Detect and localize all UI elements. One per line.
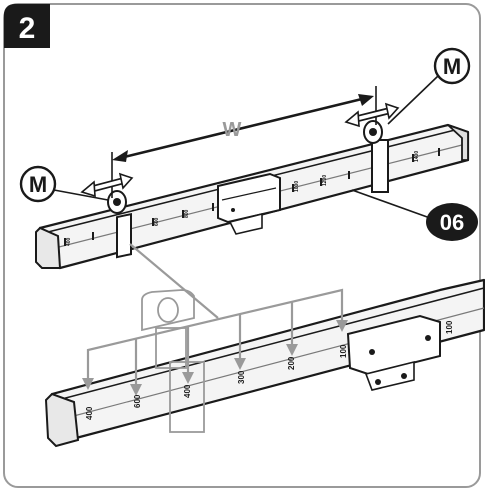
scale-label: 600 xyxy=(154,217,160,226)
bottom-rail-end-cap xyxy=(44,392,80,448)
adjust-arrow-left xyxy=(80,172,134,198)
scale-label: 400 xyxy=(183,384,192,398)
scale-label: 1400 xyxy=(414,151,420,162)
step-badge: 2 xyxy=(4,4,50,48)
scale-label: 300 xyxy=(237,370,246,384)
part-callout: 06 xyxy=(351,189,478,241)
scale-label: 400 xyxy=(85,406,94,420)
scale-label: 100 xyxy=(445,320,454,334)
mount-label-right: M xyxy=(443,54,461,79)
mount-label-left: M xyxy=(29,172,47,197)
top-right-clip xyxy=(363,86,389,193)
zoom-callout-lines xyxy=(86,243,344,386)
step-number: 2 xyxy=(19,12,36,45)
zoom-arrowheads xyxy=(82,320,348,396)
ghost-clip xyxy=(141,289,205,433)
part-label: 06 xyxy=(440,210,464,235)
mount-callout-right: M xyxy=(387,47,471,125)
scale-label: 400 xyxy=(66,237,72,246)
width-label: W xyxy=(223,119,242,141)
bottom-rail xyxy=(44,278,485,448)
scale-label: 200 xyxy=(287,356,296,370)
scale-label: 600 xyxy=(133,394,142,408)
top-scale: 400 600 800 1000 1200 1400 xyxy=(66,151,420,246)
bottom-rail-connector xyxy=(346,314,441,391)
scale-label: 1000 xyxy=(294,181,300,192)
bottom-scale: 400 600 400 300 200 100 100 xyxy=(85,320,454,420)
top-left-clip xyxy=(107,152,132,259)
top-rail xyxy=(35,86,470,270)
scale-label: 1200 xyxy=(322,175,328,186)
scale-label: 100 xyxy=(339,344,348,358)
top-rail-end-cap xyxy=(35,226,62,269)
width-dimension: W xyxy=(112,94,374,162)
scale-label: 800 xyxy=(184,209,190,218)
adjust-arrow-right xyxy=(344,102,400,128)
mount-callout-left: M xyxy=(19,165,109,203)
